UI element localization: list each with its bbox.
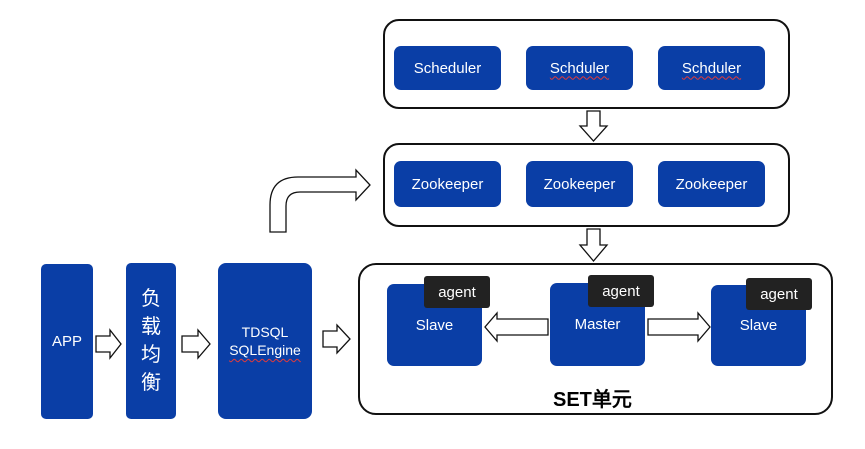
load-balancer-node: 负 载 均 衡 (126, 263, 176, 419)
load-balancer-char-1: 负 (141, 288, 161, 310)
arrow-down-zookeeper-to-set (578, 228, 609, 263)
arrow-bent-engine-to-zookeeper (269, 168, 371, 233)
sql-engine-line2: SQLEngine (229, 342, 301, 358)
arrow-down-scheduler-to-zookeeper (578, 110, 609, 142)
scheduler-node-1: Scheduler (394, 46, 501, 90)
zookeeper-node-1: Zookeeper (394, 161, 501, 207)
load-balancer-char-2: 载 (141, 316, 161, 338)
sql-engine-node: TDSQL SQLEngine (218, 263, 312, 419)
arrow-left-master-to-slave (484, 311, 549, 343)
arrow-right-master-to-slave (647, 311, 711, 343)
slave-right-agent: agent (746, 278, 812, 310)
app-node: APP (41, 264, 93, 419)
arrow-right-app-to-lb (95, 328, 122, 360)
arrow-right-engine-to-set (322, 323, 351, 355)
load-balancer-char-3: 均 (141, 344, 161, 366)
scheduler-node-2: Schduler (526, 46, 633, 90)
zookeeper-node-3: Zookeeper (658, 161, 765, 207)
scheduler-node-3: Schduler (658, 46, 765, 90)
zookeeper-node-2: Zookeeper (526, 161, 633, 207)
master-agent: agent (588, 275, 654, 307)
set-unit-caption: SET单元 (553, 389, 632, 411)
slave-left-agent: agent (424, 276, 490, 308)
arrow-right-lb-to-engine (181, 328, 211, 360)
sql-engine-line1: TDSQL (241, 324, 289, 340)
load-balancer-char-4: 衡 (141, 372, 161, 394)
